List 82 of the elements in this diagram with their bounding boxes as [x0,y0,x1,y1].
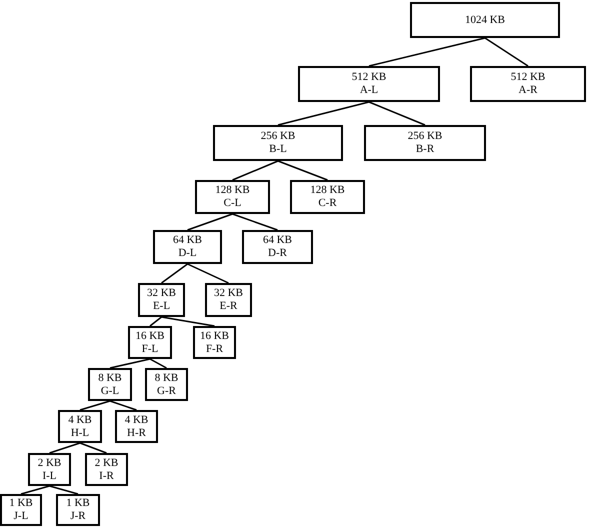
memory-block-box [410,2,560,38]
size-label: 1 KB [66,497,90,510]
memory-block-box [242,230,313,264]
size-label: 128 KB [215,184,250,197]
memory-block-box [128,326,172,359]
size-label: 64 KB [172,234,202,247]
block-id-label: H-L [70,426,90,440]
memory-block-box [145,368,188,401]
size-label: 256 KB [408,130,442,143]
connector-line [150,316,162,327]
connector-line [49,442,80,454]
block-id-label: E-L [152,300,170,313]
connector-line [232,213,278,231]
memory-block-box [193,326,236,359]
block-id-label: B-L [269,143,287,156]
size-label: 4 KB [68,414,92,426]
connector-line [110,400,137,411]
block-id-label: H-R [127,426,146,440]
connector-line [20,485,50,495]
connector-line [80,442,107,454]
size-label: 4 KB [124,414,148,426]
memory-block-box [470,66,586,102]
block-id-label: G-L [100,384,120,398]
connector-line [150,358,167,369]
size-label: 16 KB [200,330,230,342]
block-id-label: D-R [268,247,287,260]
memory-block-box [58,410,102,443]
block-id-label: I-R [99,470,114,482]
size-label: 32 KB [146,287,176,300]
block-id-label: G-R [157,384,176,398]
memory-block-box [115,410,158,443]
size-label: 16 KB [135,330,165,342]
block-id-label: D-L [178,247,197,260]
size-label: 8 KB [154,372,178,384]
connector-line [161,316,215,327]
size-label: 1 KB [9,497,33,510]
connector-line [49,485,78,495]
size-label: 64 KB [262,234,292,247]
block-id-label: C-R [318,197,337,210]
block-id-label: C-L [224,197,242,210]
memory-block-box [88,368,132,401]
connector-line [187,213,233,231]
memory-block-box [0,494,42,526]
size-label: 256 KB [260,130,296,143]
memory-block-box [138,283,185,317]
connector-line [161,263,188,284]
connector-line [368,37,486,67]
memory-block-box [364,125,486,161]
memory-block-box [195,180,270,214]
size-label: 8 KB [98,372,122,384]
block-id-label: J-L [14,510,28,523]
connector-line [187,263,229,284]
connector-line [278,160,328,181]
block-id-label: F-R [206,342,224,356]
connector-line [278,101,370,126]
memory-block-box [290,180,365,214]
connector-line [484,37,528,67]
size-label: 2 KB [38,456,62,470]
connector-line [110,358,150,369]
memory-block-box [28,453,71,486]
block-id-label: J-R [70,510,86,523]
block-id-label: I-L [42,470,57,482]
block-id-label: B-R [416,143,434,156]
size-label: 32 KB [214,287,244,300]
block-id-label: F-L [142,342,158,356]
connector-line [368,101,426,126]
size-label: 2 KB [94,456,118,470]
memory-block-box [298,66,440,102]
memory-block-box [56,494,100,526]
size-label: 512 KB [510,71,546,84]
memory-block-box [153,230,222,264]
connector-line [80,400,110,411]
size-label: 512 KB [352,71,386,84]
memory-block-box [213,125,343,161]
size-label: 128 KB [310,184,345,197]
block-id-label: A-R [518,84,538,97]
connector-line [232,160,278,181]
memory-block-box [85,453,128,486]
block-id-label: A-L [360,84,378,97]
block-id-label: E-R [220,300,238,313]
memory-block-box [205,283,252,317]
size-label: 1024 KB [464,14,506,26]
